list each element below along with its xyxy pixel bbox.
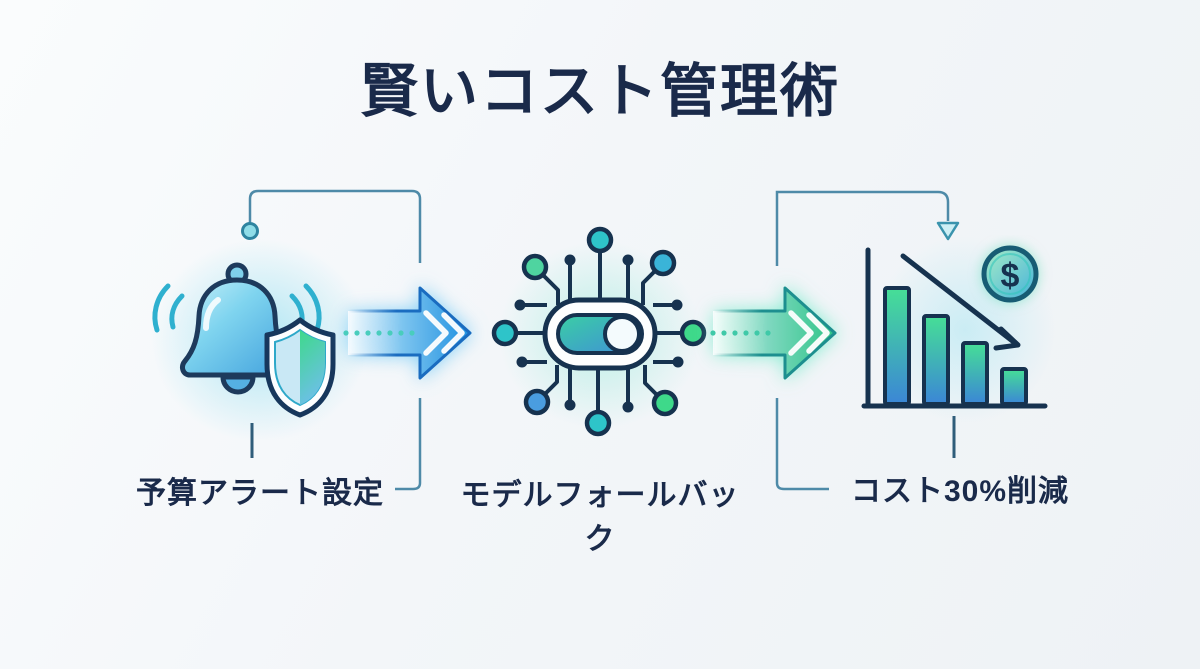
toggle-switch-icon — [542, 297, 658, 371]
chevrons-icon — [423, 310, 465, 356]
dollar-symbol: $ — [1001, 257, 1020, 295]
bell-waves-icon — [152, 283, 322, 333]
circuit-dots — [514, 254, 684, 413]
decline-arrow-icon — [900, 253, 1021, 351]
arrow-right-green-icon — [710, 286, 837, 380]
bell-icon — [180, 262, 294, 395]
connector-node-circle — [241, 222, 259, 240]
dotted-trail — [343, 330, 415, 336]
down-arrowhead-icon — [936, 221, 960, 241]
dotted-trail — [710, 330, 771, 336]
cost-reduction-chart-icon: $ — [861, 245, 1048, 409]
circuit-toggle-icon — [491, 226, 707, 437]
left-bracket-top — [248, 189, 422, 263]
circuit-nodes — [491, 226, 707, 437]
step-label-cost-reduction: コスト30%削減 — [850, 475, 1070, 508]
chart-bars — [883, 286, 1028, 406]
arrow-right-blue-icon — [343, 286, 472, 380]
page-title: 賢いコスト管理術 — [359, 59, 840, 124]
step-label-budget-alert: 予算アラート設定 — [136, 477, 384, 510]
dollar-coin-icon: $ — [981, 245, 1039, 303]
left-bracket-bottom — [395, 398, 422, 491]
right-bracket-bottom — [775, 398, 829, 491]
step-label-model-fallback: モデルフォールバック — [460, 479, 740, 556]
bell-shield-alert-icon — [152, 262, 336, 418]
shield-icon — [264, 317, 336, 418]
right-bracket-top — [775, 190, 950, 266]
chevrons-icon — [788, 310, 830, 356]
